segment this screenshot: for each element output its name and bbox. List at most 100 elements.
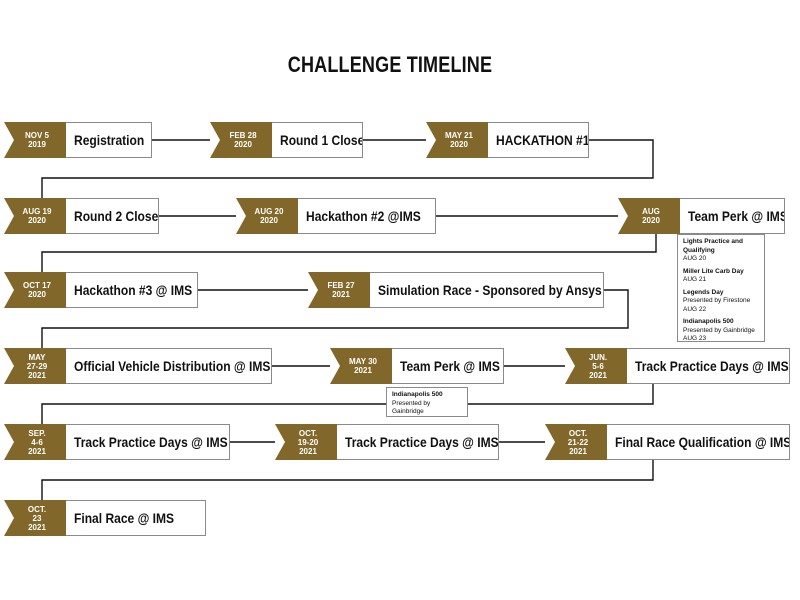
milestone-date-line: AUG: [642, 207, 660, 216]
milestone-label: HACKATHON #1: [488, 122, 589, 158]
milestone-date-line: FEB 28: [229, 131, 257, 140]
connector-line: [41, 460, 654, 500]
milestone-date-line: 2021: [299, 446, 317, 456]
milestone-label: Team Perk @ IMS: [392, 348, 504, 384]
note-item-title: Legends Day: [683, 288, 724, 296]
milestone-date-line: MAY 30: [348, 357, 378, 366]
milestone-date-line: 2021: [28, 522, 46, 532]
milestone-date-line: MAY: [28, 352, 46, 362]
note-item-title: Indianapolis 500: [683, 318, 734, 325]
milestone-date-line: MAY 21: [444, 131, 474, 140]
milestone-date-line: 2021: [354, 366, 372, 375]
milestone-label: Track Practice Days @ IMS: [627, 348, 790, 384]
milestone-date-line: 2020: [28, 216, 46, 225]
note-item-title: Lights Practice and Qualifying: [683, 238, 743, 254]
note-item-line: AUG 20: [683, 255, 707, 262]
milestone-date-line: 2019: [28, 140, 46, 149]
milestone-label: Hackathon #2 @IMS: [298, 198, 436, 234]
note-item-line: AUG 21: [683, 276, 707, 283]
milestone-date-line: 2020: [234, 140, 252, 149]
milestone-date-line: 27-29: [26, 361, 48, 371]
milestone-label: Track Practice Days @ IMS: [66, 424, 230, 460]
note-item-line: Presented by Gainbridge: [392, 399, 431, 416]
milestone-label: Hackathon #3 @ IMS: [66, 272, 198, 308]
milestone-date-line: 2021: [589, 370, 607, 380]
milestone-date-line: 21-22: [567, 437, 589, 447]
milestone-date-line: OCT 17: [22, 281, 51, 290]
milestone-date-line: OCT.: [298, 428, 318, 438]
milestone-date-line: OCT.: [568, 428, 588, 438]
note-item-line: Presented by Firestone: [683, 297, 751, 304]
milestone-date-line: JUN.: [588, 352, 608, 362]
connector-line: [41, 384, 654, 424]
milestone-label: Official Vehicle Distribution @ IMS: [66, 348, 272, 384]
note-item-line: Presented by Gainbridge: [683, 326, 755, 334]
milestone-label: Final Race Qualification @ IMS: [607, 424, 790, 460]
milestone-label: Round 2 Close: [66, 198, 159, 234]
milestone-date-line: 2021: [28, 446, 46, 456]
milestone-date-line: AUG 20: [254, 207, 284, 216]
connector-line: [41, 289, 629, 348]
connector-line: [41, 139, 654, 198]
page-title: CHALLENGE TIMELINE: [287, 52, 493, 77]
milestone-date-line: 2020: [642, 216, 660, 225]
milestone-date-line: FEB 27: [327, 281, 355, 290]
milestone-label: Team Perk @ IMS: [680, 198, 785, 234]
milestone-date-line: 2021: [28, 370, 46, 380]
milestone-date-line: 23: [32, 513, 42, 523]
milestone-date-line: 2021: [569, 446, 587, 456]
milestone-date-line: AUG 19: [22, 207, 52, 216]
milestone-date-line: 2021: [332, 290, 350, 299]
milestone-label: Registration: [66, 122, 152, 158]
milestone-date-line: 2020: [450, 140, 468, 149]
milestone-date-line: SEP.: [28, 428, 46, 438]
milestone-date-line: 19-20: [297, 437, 319, 447]
milestone-label: Track Practice Days @ IMS: [337, 424, 499, 460]
milestone-date-line: 4-6: [31, 437, 43, 447]
note-item-line: AUG 23: [683, 335, 707, 342]
milestone-date-line: OCT.: [27, 504, 47, 514]
milestone-date-line: 2020: [260, 216, 278, 225]
connector-line: [41, 234, 657, 272]
milestone-date-line: NOV 5: [24, 131, 49, 140]
milestone-label: Final Race @ IMS: [66, 500, 206, 536]
milestone-date-line: 5-6: [592, 361, 604, 371]
note-item-title: Miller Lite Carb Day: [683, 267, 744, 275]
milestone-label: Simulation Race - Sponsored by Ansys: [370, 272, 604, 308]
milestone-date-line: 2020: [28, 290, 46, 299]
